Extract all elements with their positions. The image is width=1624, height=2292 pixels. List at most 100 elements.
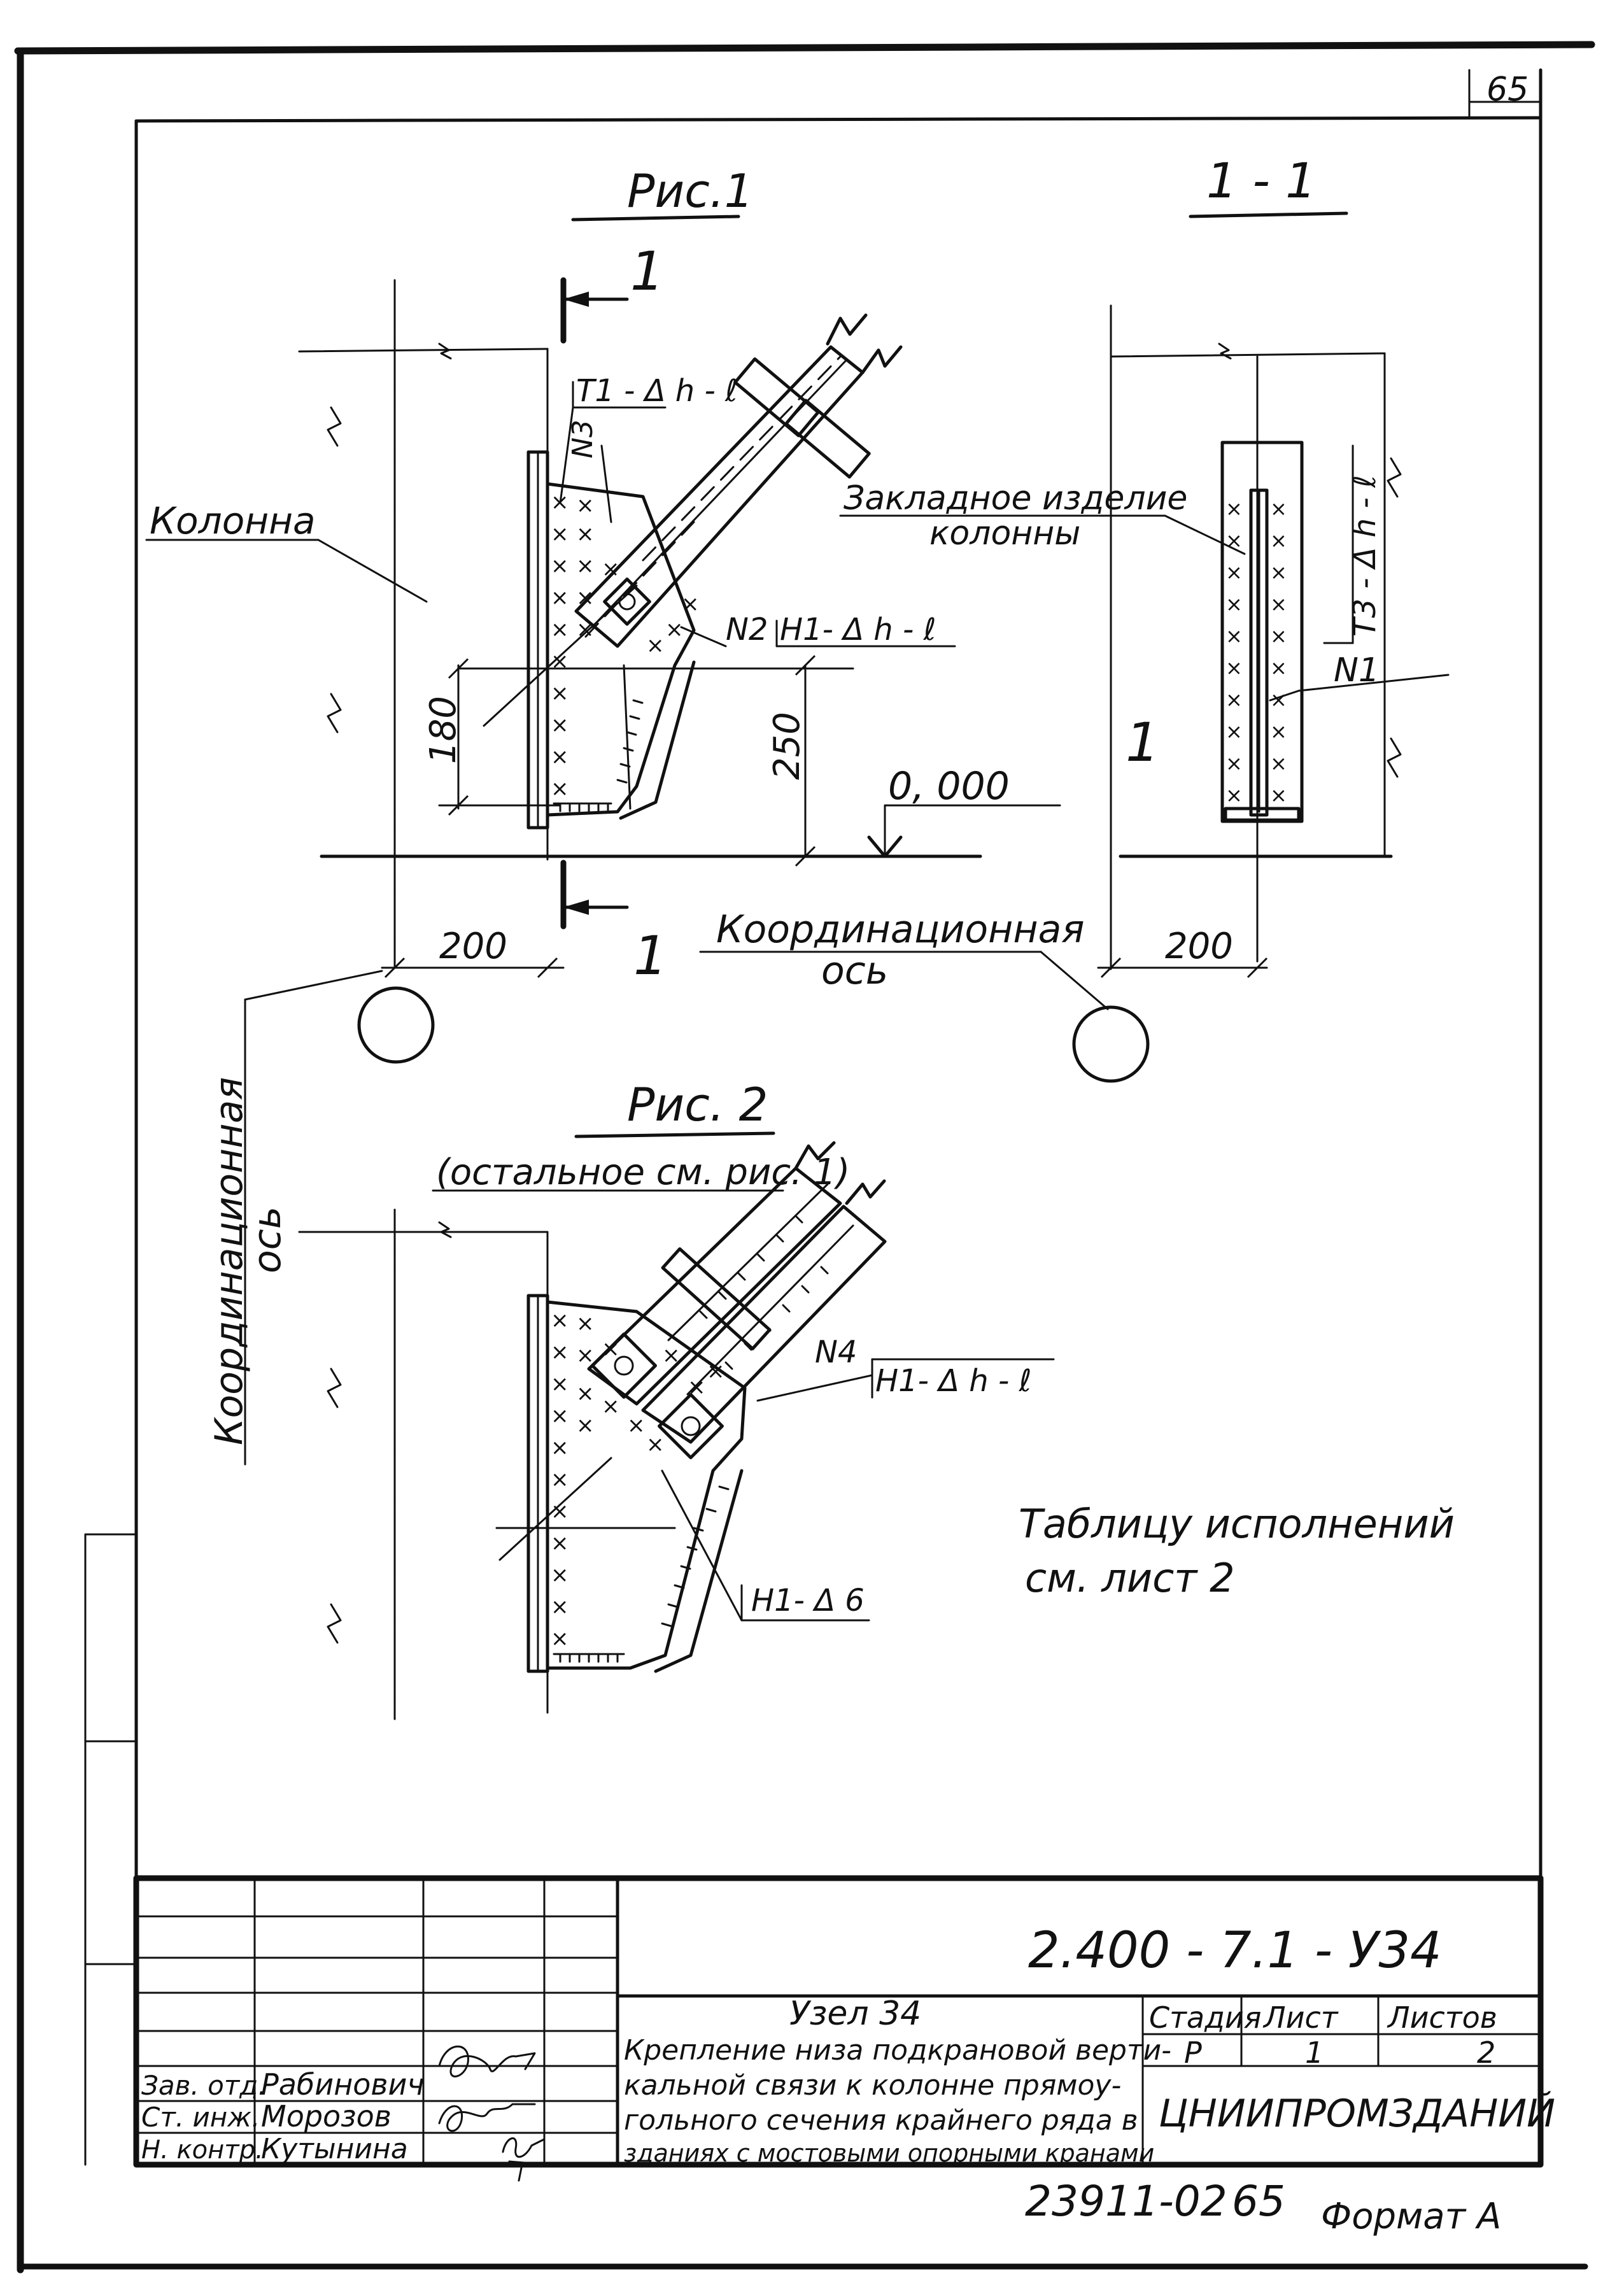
svg-text:×: ×	[1270, 560, 1287, 584]
sheets-header: Листов	[1387, 2000, 1497, 2035]
svg-text:×: ×	[1225, 560, 1243, 584]
table-note-2: см. лист 2	[1025, 1555, 1235, 1601]
svg-text:×: ×	[551, 585, 569, 611]
sheet-value: 1	[1305, 2035, 1324, 2070]
svg-text:×: ×	[551, 1467, 569, 1492]
description-line-4: зданиях с мостовыми опорными кранами	[624, 2139, 1154, 2167]
section-title: 1 - 1	[1206, 152, 1316, 209]
description-line-3: гольного сечения крайнего ряда в	[624, 2104, 1138, 2137]
svg-text:×: ×	[681, 591, 700, 617]
node-title: Узел 34	[789, 1995, 921, 2033]
section-1-1: 1 - 1 1 ×× ×× ×× ×× ×× ×× ×× ×× ×× ×× За…	[839, 152, 1450, 1083]
handwritten-signatures	[438, 2045, 549, 2182]
svg-text:×: ×	[551, 1435, 569, 1461]
svg-text:×: ×	[1270, 624, 1287, 648]
fig2-x-marks: ×× ××× ××× ××× ×× × × × × × × ×××	[551, 1308, 725, 1652]
dim-200-left: 200	[439, 926, 507, 967]
embedded-item-label-1: Закладное изделие	[844, 479, 1187, 518]
fig2-subtitle: (остальное см. рис. 1)	[436, 1152, 850, 1193]
svg-text:×: ×	[1225, 783, 1243, 807]
fig1-title: Рис.1	[627, 164, 754, 218]
svg-text:×: ×	[576, 493, 595, 518]
weld-t1-label: Т1 - Δ h - ℓ	[576, 373, 738, 409]
section-x-marks: ×× ×× ×× ×× ×× ×× ×× ×× ×× ××	[1225, 497, 1287, 807]
svg-text:×: ×	[665, 617, 684, 642]
svg-text:×: ×	[646, 633, 665, 658]
svg-text:×: ×	[551, 553, 569, 579]
section-mark-bottom: 1	[633, 924, 667, 987]
axis-bubble-right	[1072, 1005, 1150, 1083]
organization: ЦНИИПРОМЗДАНИЙ	[1159, 2091, 1555, 2136]
svg-text:×: ×	[1225, 592, 1243, 616]
elevation-mark: 0, 000	[888, 764, 1010, 809]
figure-1: Рис.1 1 1 ×× ×× ×××	[145, 164, 1061, 1064]
svg-text:×: ×	[551, 776, 569, 802]
coordination-axis-labels: Координационная ось Координационная ось	[207, 907, 1109, 1466]
svg-text:×: ×	[1270, 783, 1287, 807]
svg-text:×: ×	[551, 744, 569, 770]
sheet-code: 65	[1232, 2177, 1285, 2226]
stage-header: Стадия	[1149, 2000, 1261, 2035]
svg-text:×: ×	[1270, 656, 1287, 680]
part-n4-label: N4	[815, 1334, 857, 1370]
section-mark-top: 1	[630, 240, 664, 302]
svg-text:×: ×	[551, 1403, 569, 1429]
svg-text:×: ×	[576, 1381, 595, 1406]
svg-text:×: ×	[1225, 497, 1243, 521]
svg-text:×: ×	[1225, 751, 1243, 775]
dim-180: 180	[423, 696, 464, 764]
coord-axis-vertical-1: Координационная	[207, 1077, 251, 1445]
signature-role-1: Зав. отд.	[141, 2070, 267, 2101]
svg-text:×: ×	[1270, 592, 1287, 616]
sheet-header: Лист	[1262, 2000, 1339, 2035]
description-line-2: кальной связи к колонне прямоу-	[624, 2069, 1121, 2102]
svg-text:×: ×	[551, 1626, 569, 1652]
svg-text:×: ×	[551, 1340, 569, 1365]
section-axis-mark: 1	[1126, 711, 1159, 774]
dim-200-right: 200	[1165, 926, 1233, 967]
svg-text:×: ×	[551, 617, 569, 642]
svg-text:×: ×	[551, 1562, 569, 1588]
signature-role-2: Ст. инж.	[141, 2102, 260, 2133]
svg-text:×: ×	[551, 1308, 569, 1333]
format-label: Формат А	[1321, 2196, 1501, 2237]
doc-code: 2.400 - 7.1 - У34	[1028, 1922, 1442, 1979]
svg-text:×: ×	[576, 1311, 595, 1336]
part-n2-label: N2	[726, 612, 768, 647]
svg-text:×: ×	[551, 681, 569, 706]
dim-250: 250	[766, 712, 808, 780]
svg-text:×: ×	[1270, 528, 1287, 553]
signature-name-2: Морозов	[261, 2099, 392, 2133]
svg-text:×: ×	[1225, 719, 1243, 744]
svg-text:×: ×	[646, 1432, 665, 1457]
svg-text:×: ×	[1270, 497, 1287, 521]
svg-text:×: ×	[1270, 719, 1287, 744]
svg-text:×: ×	[551, 521, 569, 547]
axis-bubble-left	[357, 986, 435, 1064]
stage-value: Р	[1184, 2035, 1202, 2070]
weld-h1-fig1-label: Н1- Δ h - ℓ	[780, 612, 936, 647]
coord-axis-label-1: Координационная	[716, 907, 1084, 952]
part-n3-label: N3	[567, 420, 599, 458]
fig2-title: Рис. 2	[627, 1078, 768, 1131]
signature-name-1: Рабинович	[261, 2067, 425, 2102]
table-note-1: Таблицу исполнений	[1019, 1501, 1455, 1547]
weld-x-marks: ×× ×× ××× ×× ×× × × × × × ×× ×	[551, 490, 700, 802]
svg-text:×: ×	[551, 712, 569, 738]
brace-fig1	[574, 313, 903, 648]
svg-text:×: ×	[1225, 624, 1243, 648]
svg-text:×: ×	[1225, 656, 1243, 680]
coord-axis-label-2: ось	[821, 949, 888, 993]
svg-text:×: ×	[576, 1413, 595, 1438]
svg-text:×: ×	[576, 521, 595, 547]
inventory-number: 23911-02	[1025, 2177, 1227, 2226]
page-number: 65	[1486, 71, 1529, 109]
signature-name-3: Кутынина	[261, 2133, 408, 2165]
svg-text:×: ×	[602, 1394, 620, 1419]
svg-text:×: ×	[551, 1371, 569, 1397]
figure-2: Рис. 2 (остальное см. рис. 1) × × × × × × × ×…	[298, 1078, 1455, 1720]
svg-text:×: ×	[551, 1531, 569, 1556]
coord-axis-vertical-2: ось	[245, 1206, 290, 1273]
sheets-value: 2	[1477, 2035, 1495, 2070]
